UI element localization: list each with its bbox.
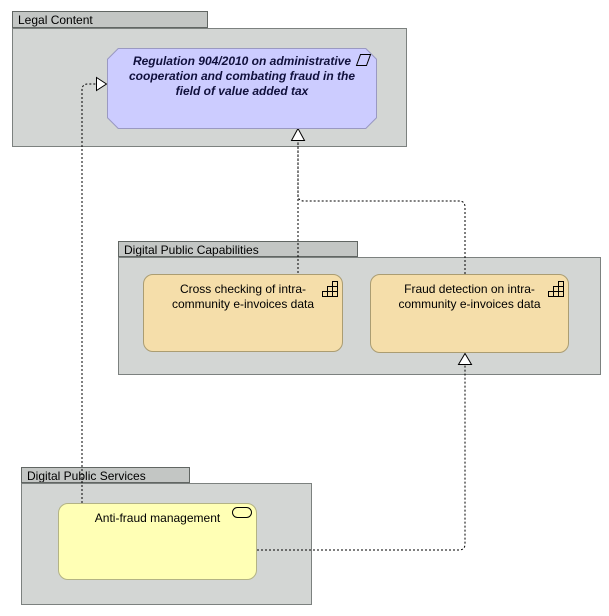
requirement-parallelogram-icon	[352, 54, 371, 66]
realization-line	[257, 364, 466, 551]
node-anti-fraud-management-service[interactable]: Anti-fraud management	[58, 503, 257, 580]
capability-stairs-icon	[548, 281, 564, 297]
hollow-triangle-arrowhead-icon	[290, 127, 306, 141]
service-rounded-icon	[232, 507, 252, 518]
realization-anti-fraud-to-regulation[interactable]	[81, 76, 108, 504]
realization-anti-fraud-to-fraud-detection[interactable]	[257, 352, 473, 551]
capability-stairs-icon	[322, 281, 338, 297]
realization-fraud-detection-to-regulation[interactable]	[297, 140, 466, 275]
realization-line	[297, 140, 466, 274]
hollow-triangle-arrowhead-icon	[96, 76, 108, 92]
node-regulation-requirement[interactable]: Regulation 904/2010 on administrative co…	[107, 48, 377, 129]
group-tab: Digital Public Services	[21, 467, 190, 483]
node-label: Fraud detection on intra-community e-inv…	[398, 282, 541, 311]
requirement-shape	[108, 49, 376, 128]
node-label: Anti-fraud management	[94, 511, 221, 525]
realization-cross-checking-to-regulation[interactable]	[290, 127, 306, 274]
node-label: Regulation 904/2010 on administrative co…	[128, 54, 355, 98]
group-label: Digital Public Capabilities	[124, 243, 259, 257]
node-fraud-detection-capability[interactable]: Fraud detection on intra-community e-inv…	[370, 274, 569, 353]
node-label: Cross checking of intra-community e-invo…	[171, 282, 315, 311]
group-label: Digital Public Services	[27, 469, 146, 483]
realization-line	[81, 83, 97, 503]
group-label: Legal Content	[18, 13, 93, 27]
node-cross-checking-capability[interactable]: Cross checking of intra-community e-invo…	[143, 274, 343, 352]
hollow-triangle-arrowhead-icon	[457, 352, 473, 365]
group-tab: Legal Content	[12, 11, 208, 28]
